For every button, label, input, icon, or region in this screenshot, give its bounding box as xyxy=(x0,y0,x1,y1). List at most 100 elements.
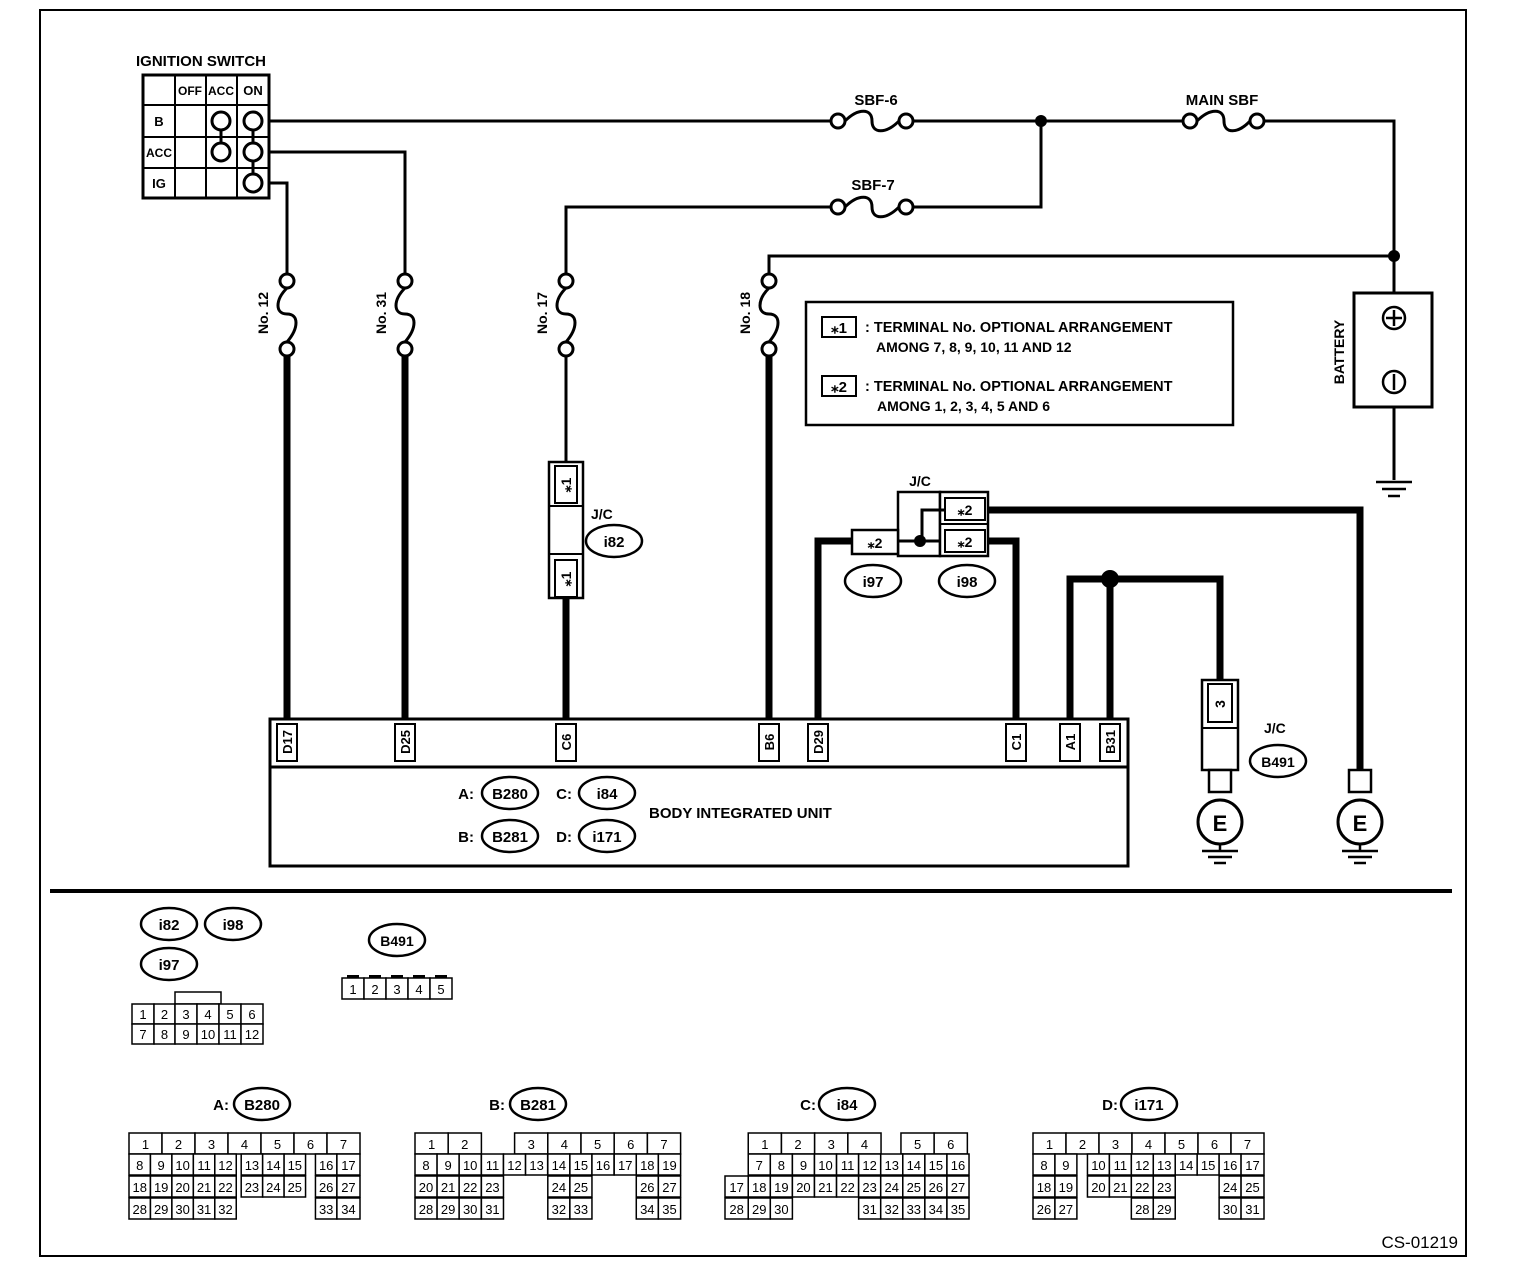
unit-conn-a-letter: A: xyxy=(458,786,474,803)
unit-conn-c-letter: C: xyxy=(556,786,572,803)
conn-a-pin-28-label: 28 xyxy=(132,1202,146,1217)
conn-c-pin-11-label: 11 xyxy=(841,1158,855,1173)
conn-b-pin-28-label: 28 xyxy=(419,1202,433,1217)
conn-d-pin-10-label: 10 xyxy=(1091,1158,1105,1173)
fuse-no18-label: No. 18 xyxy=(737,292,753,334)
conn-c-pin-26-label: 26 xyxy=(929,1180,943,1195)
conn-a-pin-31-label: 31 xyxy=(197,1202,211,1217)
b491-pin-3-label: 3 xyxy=(393,982,400,997)
conn-b-pin-18-label: 18 xyxy=(640,1158,654,1173)
jc-i82-mark-top: ⁎1 xyxy=(558,477,574,492)
jc12-pin-3-label: 3 xyxy=(182,1007,189,1022)
conn-d-pin-12-label: 12 xyxy=(1135,1158,1149,1173)
conn-a-pin-22-label: 22 xyxy=(218,1180,232,1195)
jc-top-label: J/C xyxy=(909,473,931,489)
conn-d-pin-4-label: 4 xyxy=(1145,1137,1152,1152)
legend-text-2a: : TERMINAL No. OPTIONAL ARRANGEMENT xyxy=(865,379,1173,395)
conn-d-pin-29-cell xyxy=(1152,1197,1176,1220)
conn-b-pin-17-label: 17 xyxy=(618,1158,632,1173)
unit-conn-d-letter: D: xyxy=(556,829,572,846)
conn-c-pin-22-label: 22 xyxy=(840,1180,854,1195)
conn-a-pin-27-label: 27 xyxy=(341,1180,355,1195)
view-a-letter: A: xyxy=(213,1097,229,1114)
conn-d-pin-27-label: 27 xyxy=(1059,1202,1073,1217)
conn-c-pin-8-label: 8 xyxy=(778,1158,785,1173)
conn-a-pin-15-label: 15 xyxy=(288,1158,302,1173)
conn-a-pin-27-cell xyxy=(336,1175,361,1198)
conn-c-pin-27-cell xyxy=(946,1175,970,1198)
conn-b-pin-31-label: 31 xyxy=(485,1202,499,1217)
switch-row-ig: IG xyxy=(152,176,166,191)
sbf6-label: SBF-6 xyxy=(854,92,897,109)
fuse-no12-label: No. 12 xyxy=(255,292,271,334)
terminal-a1: A1 xyxy=(1063,734,1078,751)
conn-a-pin-14-label: 14 xyxy=(266,1158,280,1173)
terminal-d25: D25 xyxy=(398,730,413,754)
conn-d-pin-20-label: 20 xyxy=(1091,1180,1105,1195)
terminal-d17: D17 xyxy=(280,730,295,754)
conn-b-pin-8-label: 8 xyxy=(422,1158,429,1173)
conn-b-pin-23-label: 23 xyxy=(485,1180,499,1195)
sbf7-label: SBF-7 xyxy=(851,177,894,194)
b491-pin-1-label: 1 xyxy=(349,982,356,997)
view-d-code: i171 xyxy=(1134,1097,1163,1114)
conn-b-pin-20-label: 20 xyxy=(419,1180,433,1195)
view-i82-code: i82 xyxy=(159,917,180,934)
unit-conn-c-code: i84 xyxy=(597,786,619,803)
jc12-pin-10-label: 10 xyxy=(201,1027,215,1042)
jc-i82-code: i82 xyxy=(604,534,625,551)
conn-c-pin-16-cell xyxy=(946,1153,970,1176)
unit-conn-b-code: B281 xyxy=(492,829,528,846)
conn-b-pin-9-label: 9 xyxy=(444,1158,451,1173)
jc-i97-code: i97 xyxy=(863,574,884,591)
conn-b-pin-26-label: 26 xyxy=(640,1180,654,1195)
jc-top-mark-left: ⁎2 xyxy=(868,535,883,551)
conn-a-pin-9-label: 9 xyxy=(158,1158,165,1173)
jc-i97-i98: ⁎2 ⁎2 ⁎2 J/C i97 i98 xyxy=(843,473,997,599)
conn-a-pin-20-label: 20 xyxy=(175,1180,189,1195)
conn-b-pin-32-label: 32 xyxy=(552,1202,566,1217)
conn-d-pin-7-label: 7 xyxy=(1244,1137,1251,1152)
conn-b-pin-19-cell xyxy=(657,1153,682,1176)
conn-b-pin-7-label: 7 xyxy=(660,1137,667,1152)
conn-a-pin-30-label: 30 xyxy=(175,1202,189,1217)
conn-a-pin-12-cell xyxy=(214,1153,238,1176)
conn-c-pin-2-label: 2 xyxy=(794,1137,801,1152)
conn-a-pin-32-cell xyxy=(214,1197,238,1220)
conn-d-pin-28-label: 28 xyxy=(1135,1202,1149,1217)
b491-tab xyxy=(413,975,425,979)
jc12-pin-2-label: 2 xyxy=(161,1007,168,1022)
switch-row-b: B xyxy=(154,114,163,129)
conn-d-pin-18-label: 18 xyxy=(1037,1180,1051,1195)
conn-c-pin-4-label: 4 xyxy=(861,1137,868,1152)
fuse-no12: No. 12 xyxy=(255,272,298,358)
conn-c-pin-16-label: 16 xyxy=(951,1158,965,1173)
jc12-pin-8-label: 8 xyxy=(161,1027,168,1042)
conn-d-pin-13-label: 13 xyxy=(1157,1158,1171,1173)
conn-b-pin-16-label: 16 xyxy=(596,1158,610,1173)
conn-d-pin-19-label: 19 xyxy=(1059,1180,1073,1195)
b491-tab xyxy=(347,975,359,979)
fuse-no18: No. 18 xyxy=(737,272,780,358)
conn-a-pin-8-label: 8 xyxy=(136,1158,143,1173)
conn-d-pin-27-cell xyxy=(1054,1197,1078,1220)
fuse-no31-label: No. 31 xyxy=(373,292,389,334)
switch-row-acc: ACC xyxy=(146,146,172,160)
outer-frame xyxy=(39,9,1467,1257)
terminal-b6: B6 xyxy=(762,734,777,751)
conn-d-pin-9-label: 9 xyxy=(1062,1158,1069,1173)
conn-a-pin-16-label: 16 xyxy=(319,1158,333,1173)
conn-a-pin-25-cell xyxy=(283,1175,307,1198)
conn-b-pin-35-label: 35 xyxy=(662,1202,676,1217)
conn-c-pin-34-label: 34 xyxy=(929,1202,943,1217)
conn-d-pin-19-cell xyxy=(1054,1175,1078,1198)
conn-c-pin-7-label: 7 xyxy=(756,1158,763,1173)
conn-a-pin-33-label: 33 xyxy=(319,1202,333,1217)
conn-a-pin-4-label: 4 xyxy=(241,1137,248,1152)
conn-d-pin-31-cell xyxy=(1240,1197,1265,1220)
conn-d-pin-17-cell xyxy=(1240,1153,1265,1176)
conn-a-pin-22-cell xyxy=(214,1175,238,1198)
